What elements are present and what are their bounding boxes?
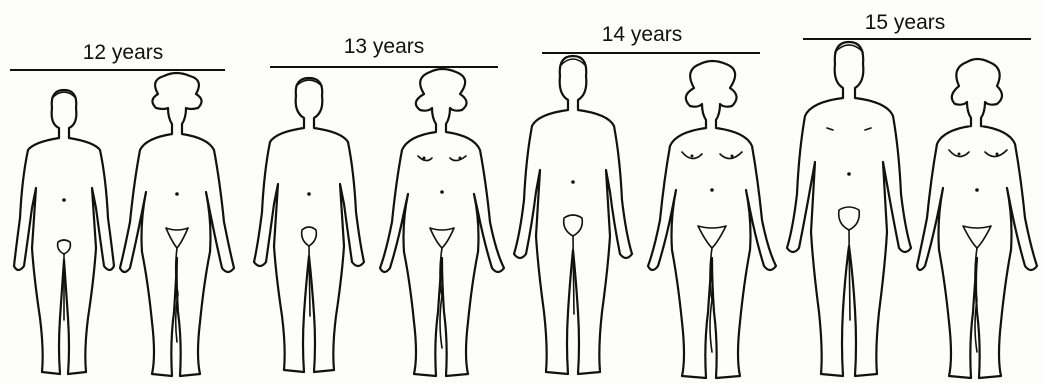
age-group-13: 13 years bbox=[260, 0, 510, 383]
age-group-15: 15 years bbox=[785, 0, 1042, 383]
age-group-12: 12 years bbox=[0, 0, 240, 383]
girl-figure bbox=[917, 58, 1037, 380]
age-label: 12 years bbox=[68, 42, 178, 63]
girl-figure bbox=[120, 72, 234, 380]
age-label: 15 years bbox=[845, 12, 965, 33]
boy-figure bbox=[254, 76, 364, 376]
age-group-14: 14 years bbox=[520, 0, 770, 383]
age-label: 14 years bbox=[582, 24, 702, 45]
boy-figure bbox=[14, 88, 114, 380]
boy-figure bbox=[787, 40, 911, 380]
girl-figure bbox=[380, 68, 504, 378]
boy-figure bbox=[514, 54, 632, 378]
age-label: 13 years bbox=[324, 36, 444, 57]
girl-figure bbox=[648, 60, 776, 380]
height-line bbox=[10, 69, 225, 71]
